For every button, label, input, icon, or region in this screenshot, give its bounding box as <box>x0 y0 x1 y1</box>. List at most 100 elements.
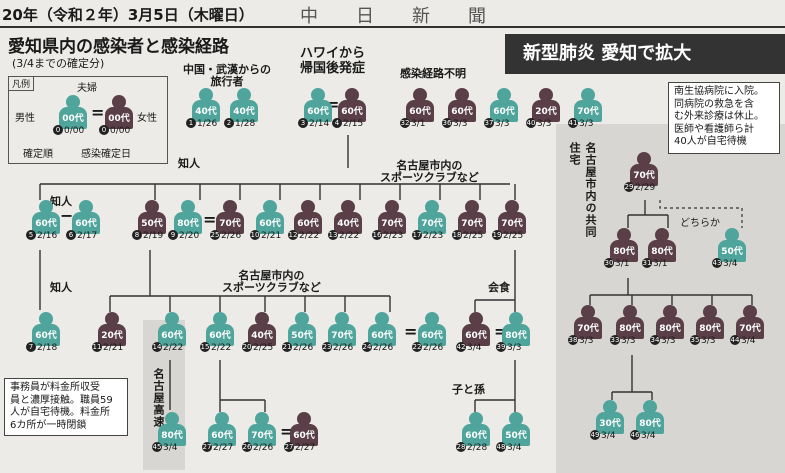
case-number: 12 <box>288 230 298 240</box>
age: 20代 <box>532 100 560 122</box>
case-number: 33 <box>610 335 620 345</box>
legend-couple: 夫婦 <box>77 83 97 94</box>
age: 60代 <box>462 324 490 346</box>
case-number: 24 <box>362 342 372 352</box>
head <box>725 228 739 242</box>
case-number: 19 <box>492 230 502 240</box>
legend-couple-equals: = <box>91 103 105 122</box>
case-date: 2/26 <box>373 343 394 353</box>
head <box>181 200 195 214</box>
case-number: 21 <box>282 342 292 352</box>
age: 60代 <box>462 424 490 446</box>
case-number: 3 <box>298 118 308 128</box>
head <box>255 312 269 326</box>
head <box>497 88 511 102</box>
age: 20代 <box>98 324 126 346</box>
case-number: 44 <box>730 335 740 345</box>
case-number: 1 <box>186 118 196 128</box>
legend-confirmed-date: 感染確定日 <box>81 149 131 160</box>
age: 80代 <box>696 317 724 339</box>
head <box>617 228 631 242</box>
case-date: 2/15 <box>343 119 364 129</box>
label-highway: 名古屋高速 <box>152 368 165 428</box>
couple-equals: − <box>60 206 74 225</box>
case-number: 14 <box>152 342 162 352</box>
age: 60代 <box>290 424 318 446</box>
case-number: 27 <box>284 442 294 452</box>
case-date: 3/4 <box>601 431 616 441</box>
case-number: 35 <box>690 335 700 345</box>
head <box>637 152 651 166</box>
head <box>469 412 483 426</box>
case-number: 16 <box>372 230 382 240</box>
age: 60代 <box>368 324 396 346</box>
case-number: 40 <box>526 118 536 128</box>
head <box>213 312 227 326</box>
headline-banner: 新型肺炎 愛知で拡大 <box>505 34 785 74</box>
case-number: 45 <box>152 442 162 452</box>
head <box>455 88 469 102</box>
case-date: 2/22 <box>163 343 184 353</box>
age: 70代 <box>216 212 244 234</box>
age: 70代 <box>736 317 764 339</box>
case-date: 2/22 <box>339 231 360 241</box>
head <box>145 200 159 214</box>
newspaper-name: 中日新聞 <box>300 6 524 27</box>
label-club-1: 名古屋市内の スポーツクラブなど <box>380 159 479 184</box>
case-number: 37 <box>484 118 494 128</box>
case-date: 3/3 <box>579 119 594 129</box>
case-date: 3/3 <box>621 336 636 346</box>
age: 70代 <box>458 212 486 234</box>
head <box>505 200 519 214</box>
case-date: 2/23 <box>383 231 404 241</box>
case-number: 17 <box>412 230 422 240</box>
head <box>425 200 439 214</box>
age: 60代 <box>294 212 322 234</box>
head <box>375 312 389 326</box>
age: 40代 <box>192 100 220 122</box>
head <box>66 95 80 109</box>
age: 70代 <box>630 164 658 186</box>
case-number: 27 <box>202 442 212 452</box>
head <box>581 88 595 102</box>
case-number: 32 <box>400 118 410 128</box>
age: 40代 <box>230 100 258 122</box>
head <box>39 312 53 326</box>
case-date: 3/3 <box>701 336 716 346</box>
case-date: 2/16 <box>37 231 58 241</box>
head <box>237 88 251 102</box>
legend-title: 凡例 <box>8 76 35 91</box>
head <box>345 88 359 102</box>
age: 60代 <box>32 324 60 346</box>
case-date: 3/4 <box>641 431 656 441</box>
